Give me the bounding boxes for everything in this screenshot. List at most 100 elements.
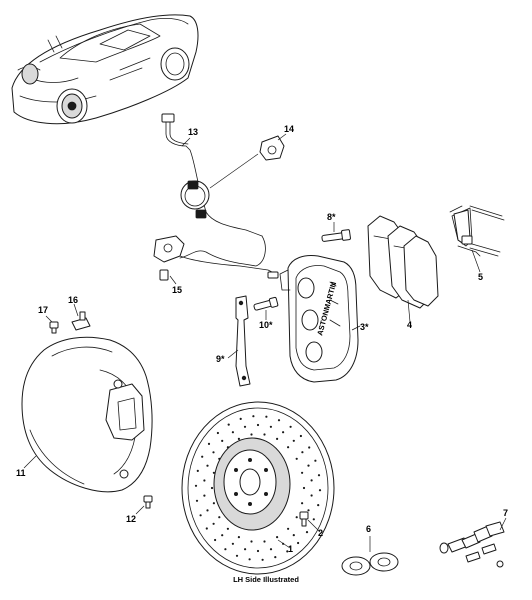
drill-hole: [250, 540, 253, 543]
callout-6: 6: [366, 524, 371, 534]
callout-9: 9*: [216, 354, 225, 364]
drill-hole: [292, 439, 295, 442]
drill-hole: [194, 484, 198, 487]
drill-hole: [205, 527, 208, 530]
brake-caliper-3: ASTONMARTIN: [279, 255, 359, 383]
drill-hole: [314, 459, 317, 462]
callout-labels: 1 2 3* 4 5 6 7 8* 9* 10* 11 12 13 14 15 …: [16, 124, 508, 554]
car-illustration: [11, 14, 199, 125]
drill-hole: [239, 417, 242, 420]
sensor-harness: [153, 113, 285, 281]
callout-16: 16: [68, 295, 78, 305]
brake-disc-1: [181, 401, 335, 575]
drill-hole: [237, 536, 240, 539]
drill-hole: [289, 425, 292, 428]
bolt-2: [299, 511, 309, 527]
callout-8: 8*: [327, 212, 336, 222]
drill-hole: [265, 415, 268, 418]
drill-hole: [307, 509, 310, 512]
drill-hole: [199, 514, 202, 517]
callout-17: 17: [38, 305, 48, 315]
drill-hole: [206, 464, 209, 467]
screw-17: [49, 321, 59, 334]
callout-13: 13: [188, 127, 198, 137]
drill-hole: [207, 442, 211, 445]
drill-hole: [295, 516, 298, 519]
drill-hole: [221, 534, 224, 537]
pin-kit-7: [439, 521, 505, 568]
callout-14: 14: [284, 124, 294, 134]
drill-hole: [206, 509, 209, 512]
drill-hole: [308, 446, 311, 449]
drill-hole: [210, 486, 214, 490]
drill-hole: [297, 541, 300, 545]
drill-hole: [269, 425, 272, 428]
drill-hole: [305, 531, 309, 534]
washers-6: [341, 552, 399, 576]
callout-10: 10*: [259, 320, 273, 330]
drill-hole: [212, 451, 215, 454]
leader-lines: [23, 133, 507, 552]
screw-12: [143, 495, 153, 509]
callout-15: 15: [172, 285, 182, 295]
drill-hole: [195, 499, 199, 502]
drill-hole: [244, 548, 247, 551]
drill-hole: [318, 489, 322, 492]
drill-hole: [301, 502, 304, 505]
drill-hole: [263, 433, 266, 436]
drill-hole: [196, 469, 199, 472]
callout-2: 2: [318, 528, 323, 538]
drill-hole: [218, 516, 221, 519]
drill-hole: [212, 502, 215, 505]
diagram-caption: LH Side Illustrated: [233, 575, 299, 584]
bolt-8: [321, 229, 351, 242]
drill-hole: [212, 471, 215, 474]
drill-hole: [301, 451, 304, 454]
pad-hardware-5: [449, 205, 505, 257]
callout-7: 7: [503, 508, 508, 518]
drill-hole: [295, 457, 298, 460]
bolt-10: [253, 296, 279, 311]
callout-11: 11: [16, 468, 26, 478]
drill-hole: [277, 419, 281, 422]
drill-hole: [231, 431, 234, 434]
callout-5: 5: [478, 272, 483, 282]
drill-hole: [250, 433, 253, 436]
drill-hole: [287, 446, 290, 449]
drill-hole: [203, 479, 206, 482]
drill-hole: [237, 437, 240, 440]
drill-hole: [286, 550, 289, 553]
drill-hole: [218, 457, 221, 460]
drill-hole: [256, 549, 260, 553]
drill-hole: [252, 415, 255, 418]
drill-hole: [203, 494, 206, 497]
drill-hole: [317, 474, 321, 477]
drill-hole: [310, 479, 313, 482]
drill-hole: [287, 527, 290, 530]
drill-hole: [292, 534, 295, 537]
drill-hole: [231, 542, 234, 545]
drill-hole: [312, 518, 315, 521]
drill-hole: [269, 548, 273, 551]
drill-hole: [216, 431, 219, 435]
bracket-9: [235, 295, 251, 387]
drill-hole: [299, 434, 302, 438]
drill-hole: [224, 548, 227, 551]
drill-hole: [282, 431, 285, 434]
drill-hole: [317, 504, 320, 507]
drill-hole: [261, 558, 264, 561]
drill-hole: [263, 540, 266, 543]
drill-hole: [302, 486, 306, 490]
drill-hole: [235, 554, 239, 557]
drill-hole: [212, 522, 215, 525]
splash-shield-11: [21, 336, 153, 493]
drill-hole: [301, 471, 304, 474]
drill-hole: [274, 556, 277, 559]
callout-1: 1: [288, 544, 293, 554]
drill-hole: [243, 425, 247, 428]
drill-hole: [221, 439, 224, 442]
clip-16: [71, 311, 91, 331]
disc-drill-holes: [194, 415, 322, 561]
drill-hole: [310, 494, 313, 497]
